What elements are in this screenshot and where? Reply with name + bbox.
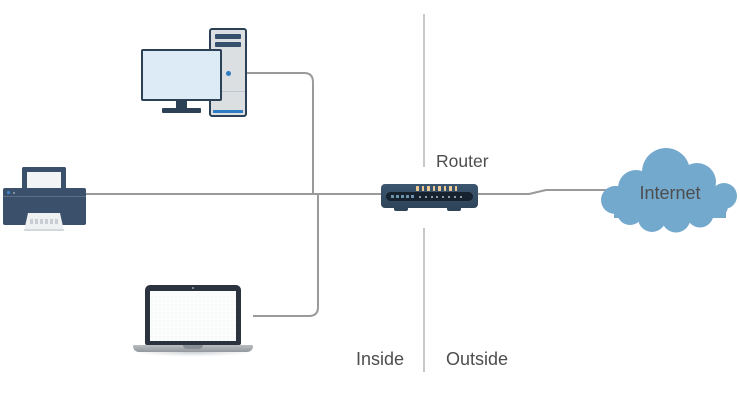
printer-icon [3, 167, 87, 232]
printer-paper-tray [22, 167, 66, 191]
computer-monitor [141, 49, 222, 101]
laptop-to-router-line [253, 195, 319, 317]
laptop-shadow [128, 347, 258, 357]
router-device-icon [381, 184, 478, 211]
tower-power-button-dot [226, 71, 231, 76]
inside-zone-label: Inside [355, 349, 404, 369]
laptop-base-notch [183, 345, 203, 349]
outside-zone-label: Outside [446, 349, 509, 369]
router-to-internet-line [460, 189, 616, 195]
router-foot [447, 208, 461, 211]
router-led-dots [419, 195, 462, 198]
router-label-strip [391, 195, 415, 198]
printer-status-led [13, 191, 15, 194]
laptop-base [133, 345, 253, 352]
printer-power-led [7, 191, 10, 194]
monitor-stand-base [162, 108, 201, 113]
router-body [381, 184, 478, 208]
tower-bottom-strip [213, 110, 243, 113]
router-foot [394, 208, 408, 211]
tower-drive-bay [215, 42, 241, 47]
monitor-stand-neck [176, 100, 187, 109]
internet-label: Internet [639, 183, 701, 203]
desktop-to-router-line [247, 72, 314, 193]
tower-drive-bay [215, 34, 241, 39]
laptop-screen [145, 285, 241, 345]
laptop-display [150, 291, 236, 341]
internet-cloud-icon [600, 148, 740, 238]
printer-seam [3, 196, 86, 197]
router-label: Router [436, 151, 489, 171]
laptop-icon [128, 285, 258, 358]
laptop-camera-dot [192, 287, 194, 289]
printer-output-tray [24, 213, 64, 231]
tower-seam [211, 91, 245, 92]
cloud-shape [601, 148, 737, 233]
router-ports [416, 185, 457, 191]
printer-output-paper [30, 219, 58, 224]
router-front-panel [386, 192, 473, 201]
desktop-computer-icon [141, 28, 251, 118]
